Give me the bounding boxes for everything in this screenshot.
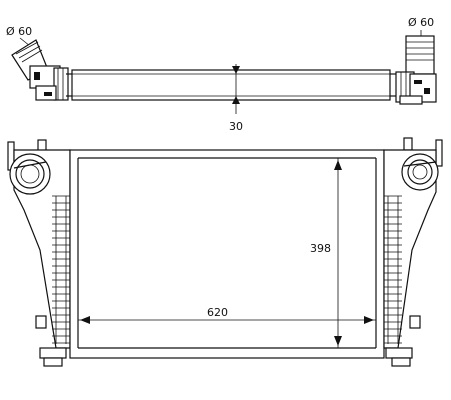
width-dimension: 620 bbox=[78, 306, 376, 324]
left-tank bbox=[7, 139, 71, 367]
front-view: 398 620 bbox=[7, 137, 443, 367]
top-view-core-bar bbox=[71, 69, 391, 101]
core bbox=[69, 149, 385, 359]
width-label: 620 bbox=[207, 306, 228, 319]
height-dimension: 398 bbox=[310, 158, 342, 348]
right-diameter-label: Ø 60 bbox=[408, 16, 434, 29]
top-view: Ø 60 Ø 60 bbox=[6, 16, 437, 133]
thickness-label: 30 bbox=[229, 120, 243, 133]
thickness-dimension: 30 bbox=[229, 64, 243, 133]
right-tank bbox=[383, 137, 443, 367]
left-inlet-neck bbox=[11, 39, 69, 101]
right-inlet-neck bbox=[395, 35, 437, 105]
height-label: 398 bbox=[310, 242, 331, 255]
left-diameter-label: Ø 60 bbox=[6, 25, 32, 38]
